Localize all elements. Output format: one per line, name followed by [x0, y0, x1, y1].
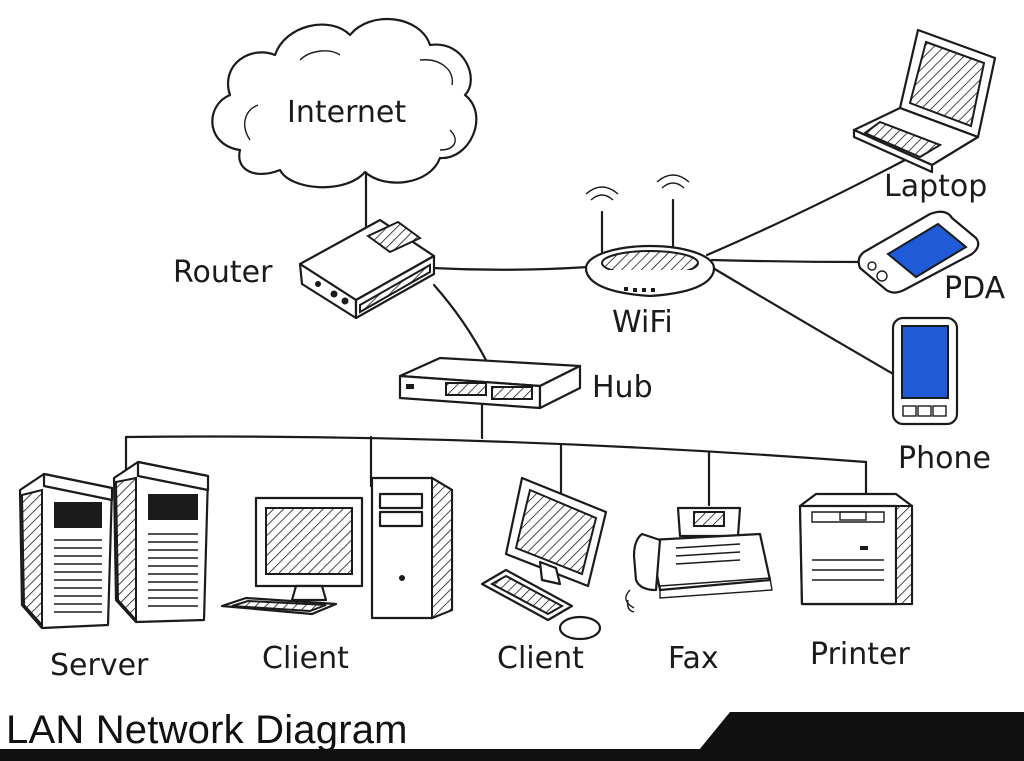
link-router-wifi	[430, 265, 590, 271]
printer-icon	[798, 492, 914, 606]
network-bus	[124, 435, 868, 464]
link-wifi-pda	[710, 258, 867, 264]
link-wifi-phone	[706, 263, 897, 377]
label-printer: Printer	[810, 637, 910, 672]
pda-icon	[857, 210, 980, 294]
label-pda: PDA	[944, 271, 1006, 306]
fax-icon	[625, 506, 773, 613]
connection-lines	[124, 158, 907, 507]
hub-icon	[398, 356, 582, 410]
label-hub: Hub	[592, 370, 653, 405]
label-client-1: Client	[262, 641, 349, 676]
workstation-icon	[480, 476, 608, 641]
diagram-title: LAN Network Diagram	[6, 708, 408, 752]
desktop-computer-icon	[220, 476, 454, 620]
server-icon	[18, 460, 210, 630]
wifi-router-icon	[584, 174, 716, 298]
title-bar	[0, 712, 1024, 761]
link-router-hub	[432, 283, 489, 364]
laptop-icon	[852, 28, 997, 174]
link-wifi-laptop	[705, 158, 907, 257]
cloud-icon	[211, 17, 478, 189]
label-laptop: Laptop	[884, 169, 987, 204]
label-server: Server	[50, 648, 149, 683]
router-icon	[298, 218, 436, 320]
label-fax: Fax	[668, 641, 719, 676]
label-router: Router	[173, 255, 273, 290]
label-internet: Internet	[287, 95, 406, 130]
phone-icon	[891, 316, 959, 426]
label-phone: Phone	[898, 441, 991, 476]
label-client-2: Client	[497, 641, 584, 676]
label-wifi: WiFi	[612, 305, 673, 340]
